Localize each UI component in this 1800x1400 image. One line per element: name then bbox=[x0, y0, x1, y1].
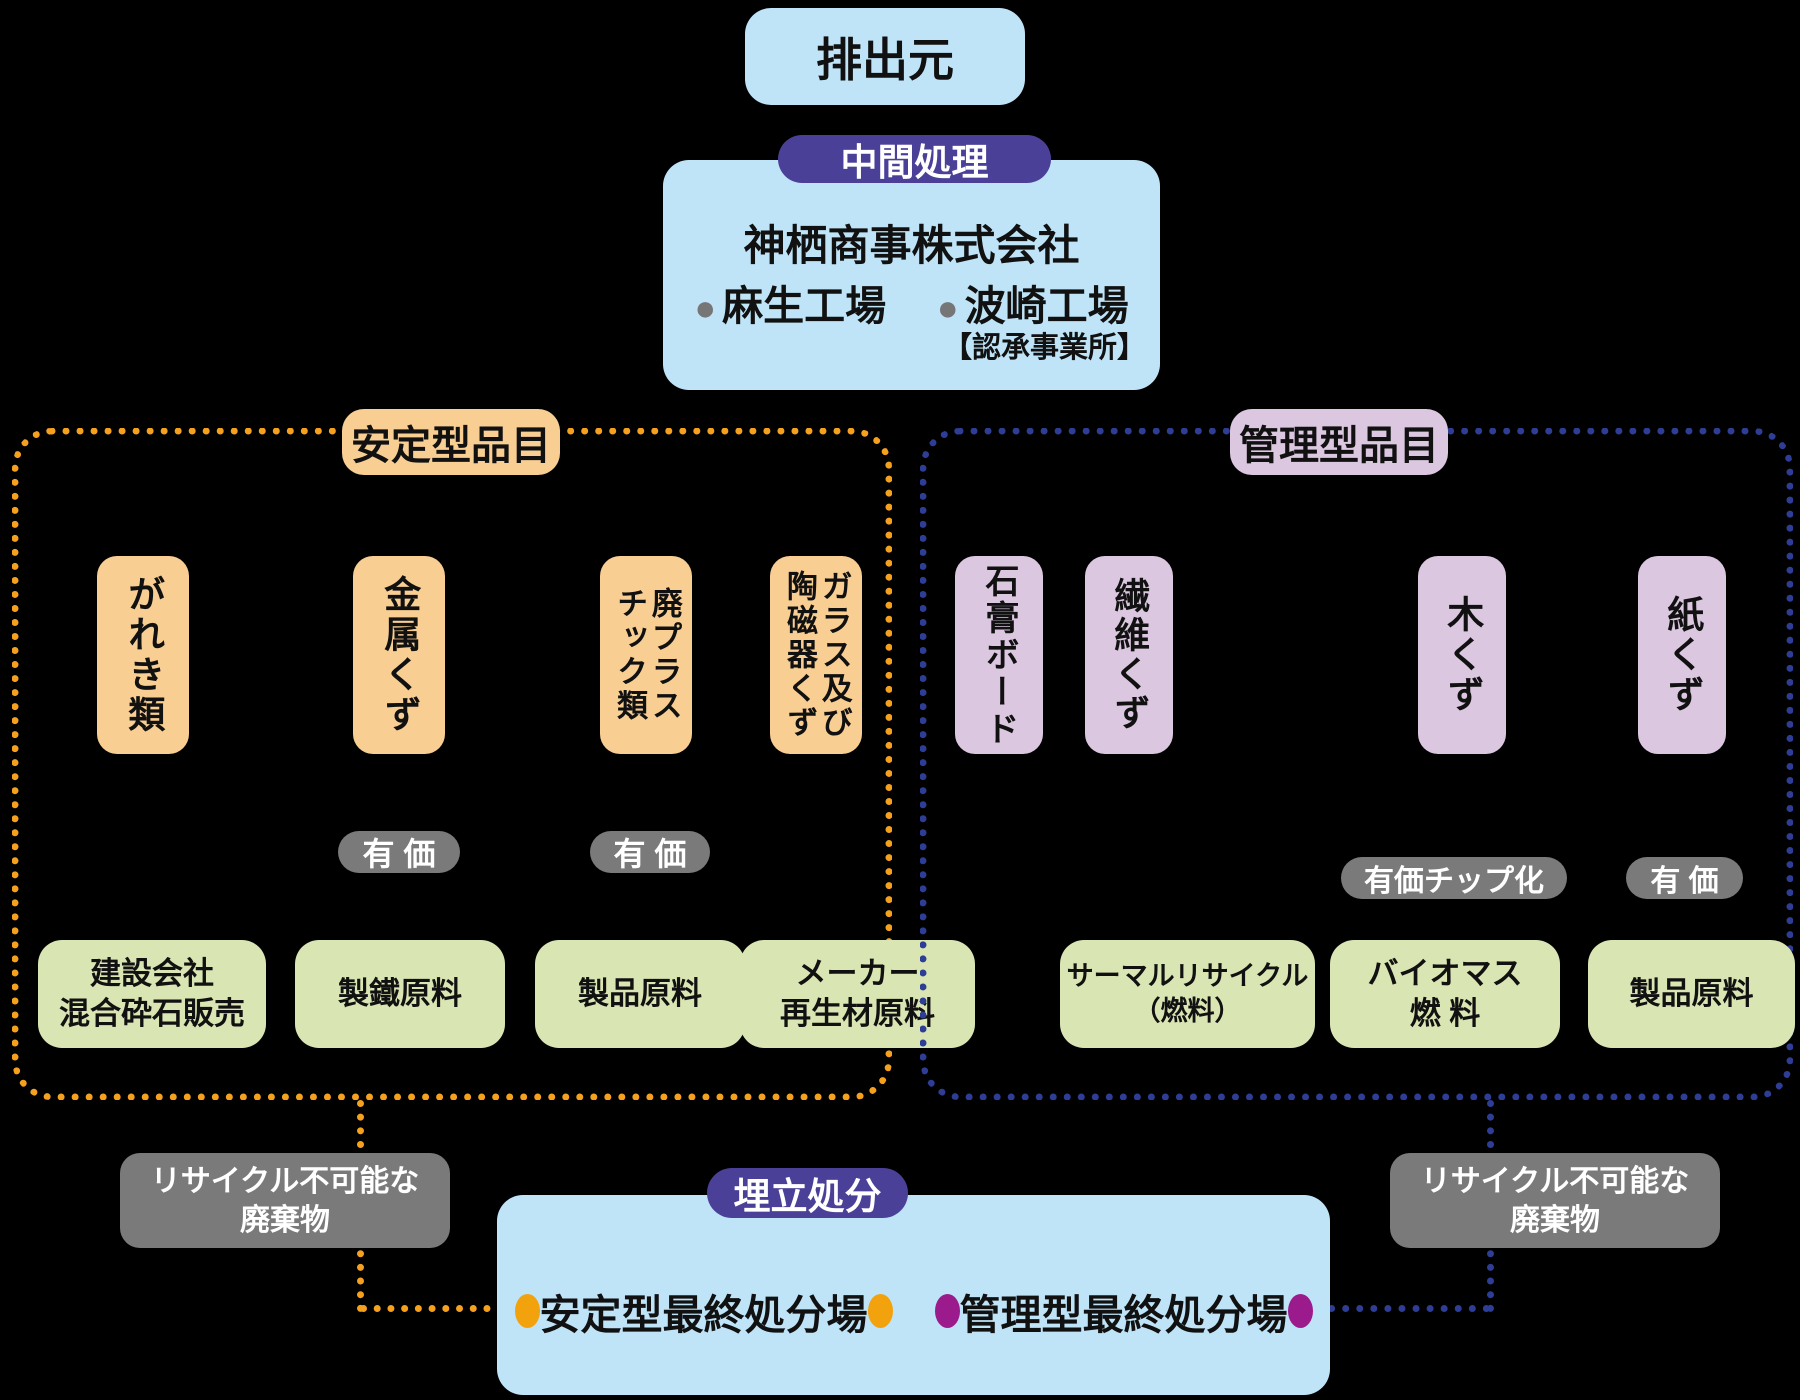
outlet-box-seihin: 製品原料 bbox=[535, 940, 745, 1048]
item-box-sekkou: 石膏ボード bbox=[955, 556, 1043, 754]
item-label: 金属くず bbox=[378, 575, 420, 735]
factory2-label: 波崎工場 bbox=[964, 283, 1129, 329]
intermediate-box: 神栖商事株式会社 ●麻生工場 ●波崎工場 【認承事業所】 bbox=[663, 160, 1160, 390]
outlet-box-seihin2: 製品原料 bbox=[1588, 940, 1795, 1048]
stable-section-badge: 安定型品目 bbox=[342, 409, 560, 475]
landfill-site-stable: 安定型最終処分場 bbox=[539, 1292, 868, 1338]
item-label: がれき類 bbox=[122, 575, 164, 735]
item-label: 石膏ボード bbox=[980, 562, 1019, 748]
factory1-label: 麻生工場 bbox=[722, 283, 887, 329]
item-box-kami: 紙くず bbox=[1638, 556, 1726, 754]
item-label: ガラス及び 陶磁器くず bbox=[782, 570, 852, 740]
outlet-box-maker: メーカー 再生材原料 bbox=[740, 940, 975, 1048]
source-box: 排出元 bbox=[745, 8, 1025, 105]
factory-bullet-icon: ● bbox=[694, 287, 717, 328]
intermediate-badge: 中間処理 bbox=[778, 135, 1051, 183]
value-badge-chip: 有価チップ化 bbox=[1341, 857, 1567, 899]
orange-dot-icon bbox=[867, 1294, 893, 1328]
item-label: 木くず bbox=[1441, 595, 1483, 715]
magenta-dot-icon bbox=[934, 1294, 960, 1328]
item-box-seni: 繊維くず bbox=[1085, 556, 1173, 754]
item-box-haipura: 廃プラス チック類 bbox=[600, 556, 692, 754]
item-label: 繊維くず bbox=[1109, 577, 1151, 733]
factories-row: ●麻生工場 ●波崎工場 bbox=[663, 272, 1160, 332]
outlet-box-thermal: サーマルリサイクル （燃料） bbox=[1060, 940, 1315, 1048]
magenta-dot-icon bbox=[1287, 1294, 1313, 1328]
value-badge-yuka: 有 価 bbox=[1626, 857, 1743, 899]
company-name: 神栖商事株式会社 bbox=[743, 222, 1080, 269]
item-box-ki: 木くず bbox=[1418, 556, 1506, 754]
landfill-badge: 埋立処分 bbox=[707, 1168, 908, 1218]
landfill-site-managed: 管理型最終処分場 bbox=[959, 1292, 1288, 1338]
managed-section-badge: 管理型品目 bbox=[1230, 409, 1448, 475]
nonrecyclable-box-right: リサイクル不可能な 廃棄物 bbox=[1390, 1153, 1720, 1248]
landfill-box bbox=[497, 1195, 1330, 1395]
item-box-gareki: がれき類 bbox=[97, 556, 189, 754]
factory-bullet-icon: ● bbox=[936, 287, 959, 328]
value-badge-kinzoku: 有 価 bbox=[338, 831, 460, 873]
orange-dot-icon bbox=[514, 1294, 540, 1328]
source-label: 排出元 bbox=[816, 33, 954, 86]
connector-orange-horizontal bbox=[360, 1305, 518, 1312]
item-box-kinzoku: 金属くず bbox=[353, 556, 445, 754]
item-label: 廃プラス チック類 bbox=[612, 587, 682, 723]
approved-office-note: 【認承事業所】 bbox=[942, 332, 1146, 364]
nonrecyclable-box-left: リサイクル不可能な 廃棄物 bbox=[120, 1153, 450, 1248]
outlet-box-seitetsu: 製鐵原料 bbox=[295, 940, 505, 1048]
value-badge-haipura: 有 価 bbox=[590, 831, 710, 873]
landfill-sites-row: 安定型最終処分場 管理型最終処分場 bbox=[497, 1281, 1330, 1341]
outlet-box-kensetsu: 建設会社 混合砕石販売 bbox=[38, 940, 266, 1048]
outlet-box-biomass: バイオマス 燃 料 bbox=[1330, 940, 1560, 1048]
item-box-glass: ガラス及び 陶磁器くず bbox=[770, 556, 862, 754]
connector-navy-horizontal bbox=[1300, 1305, 1490, 1312]
item-label: 紙くず bbox=[1661, 595, 1703, 715]
